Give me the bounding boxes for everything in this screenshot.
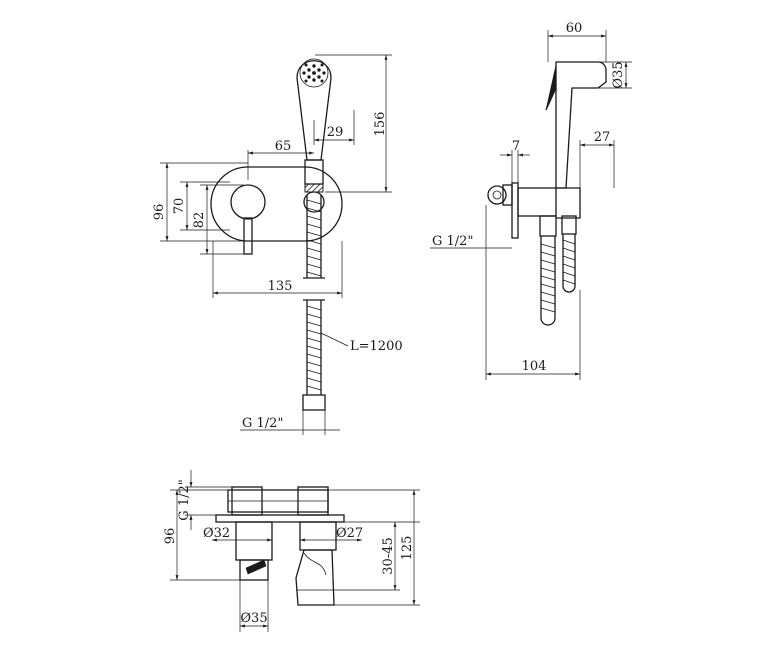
- dim-outlet-diameter: Ø27: [336, 526, 363, 541]
- mixer-bottom: [215, 486, 345, 606]
- dim-base-diameter: Ø35: [240, 611, 267, 626]
- hand-shower-side: [545, 61, 607, 189]
- bottom-dimensions: [170, 470, 420, 632]
- hose-side: [540, 234, 576, 326]
- bottom-view: G 1/2" 96 Ø32 Ø27 30-45 125 Ø35: [163, 470, 420, 632]
- dim-side-thread: G 1/2": [432, 234, 473, 249]
- dim-shower-diameter: Ø35: [611, 61, 626, 88]
- wall-plate-front: [210, 166, 343, 255]
- front-dimensions: [160, 54, 392, 435]
- dim-plate-width: 135: [268, 279, 293, 294]
- dim-handle-to-outlet: 65: [275, 139, 292, 154]
- dim-bottom-thread: G 1/2": [177, 479, 192, 520]
- dim-hand-shower-height: 156: [373, 112, 388, 137]
- hose-front: [302, 195, 326, 411]
- dim-hand-shower-offset: 29: [327, 125, 344, 140]
- front-view: 156 29 65 96 70 82 135 L=1200 G 1/2": [152, 54, 403, 435]
- dim-total-depth: 104: [522, 359, 547, 374]
- dim-plate-height-outer: 96: [152, 204, 167, 221]
- dim-hose-thread: G 1/2": [242, 416, 283, 431]
- dim-plate-gap: 7: [512, 139, 520, 154]
- dim-body-depth: 27: [594, 130, 611, 145]
- hand-shower-front: [296, 58, 332, 193]
- dim-wall-range: 30-45: [381, 537, 396, 574]
- dim-lever-height: 82: [192, 212, 207, 229]
- dim-bottom-depth: 125: [400, 536, 415, 561]
- side-view: 60 Ø35 27 7 G 1/2" 104: [430, 21, 632, 380]
- wall-bracket-side: [487, 182, 581, 239]
- dim-mixer-diameter: Ø32: [203, 526, 230, 541]
- dim-hose-length: L=1200: [350, 339, 403, 354]
- dim-shower-length: 60: [566, 21, 583, 36]
- dim-bottom-total-height: 96: [163, 528, 178, 545]
- dim-plate-height-inner: 70: [172, 198, 187, 215]
- side-dimensions: [430, 30, 632, 380]
